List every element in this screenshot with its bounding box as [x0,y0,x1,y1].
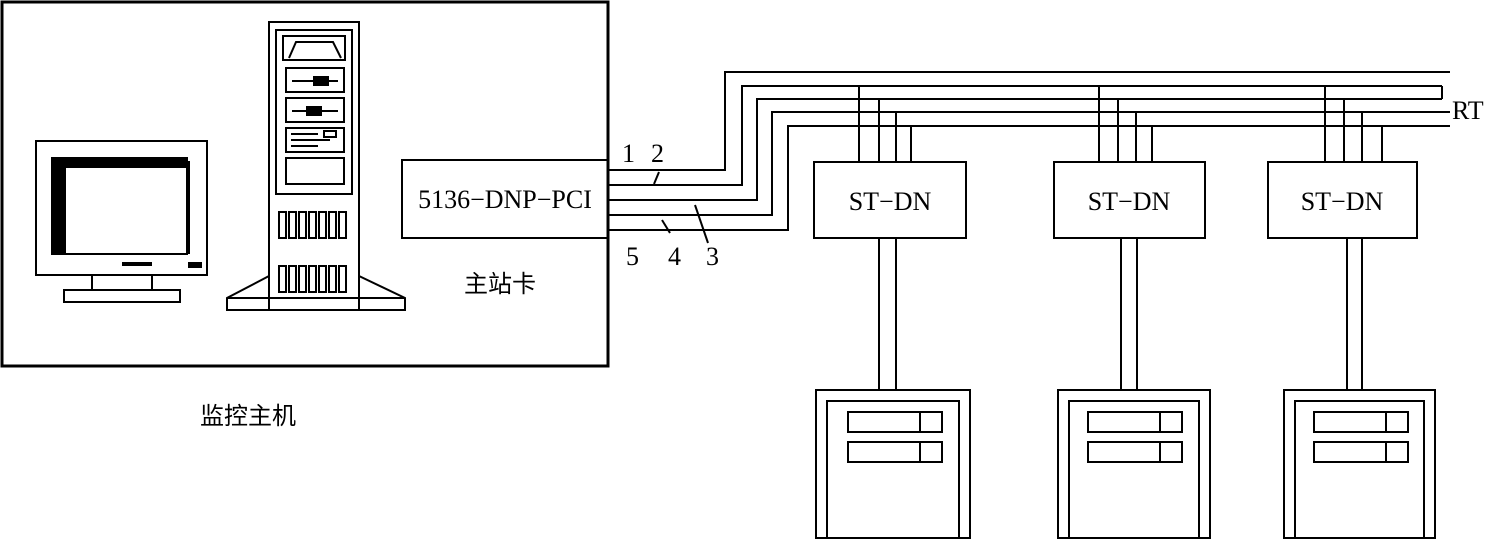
wire-number-2: 2 [651,139,664,168]
tower-pc-icon [226,21,406,311]
monitor-icon [35,140,208,303]
master-card-caption: 主站卡 [464,270,536,298]
host-caption: 监控主机 [200,402,296,430]
node-1: ST−DN [813,86,971,539]
wire-number-5: 5 [626,242,639,271]
st-dn-box [1053,161,1206,239]
node-2: ST−DN [1053,86,1211,539]
field-device-icon [1283,389,1436,539]
wire-markers [653,171,709,244]
terminator-label: RT [1452,96,1484,125]
field-device-icon [815,389,971,539]
node-3: ST−DN [1267,86,1436,539]
master-card-label: 5136−DNP−PCI [418,185,592,214]
tower-vents [278,211,347,293]
field-device-icon [1057,389,1211,539]
wire-number-3: 3 [706,242,719,271]
st-dn-label: ST−DN [1088,187,1171,216]
wire-number-4: 4 [668,242,681,271]
wire-number-1: 1 [622,139,635,168]
st-dn-box [813,161,967,239]
st-dn-label: ST−DN [1301,187,1384,216]
st-dn-label: ST−DN [849,187,932,216]
st-dn-box [1267,161,1418,239]
